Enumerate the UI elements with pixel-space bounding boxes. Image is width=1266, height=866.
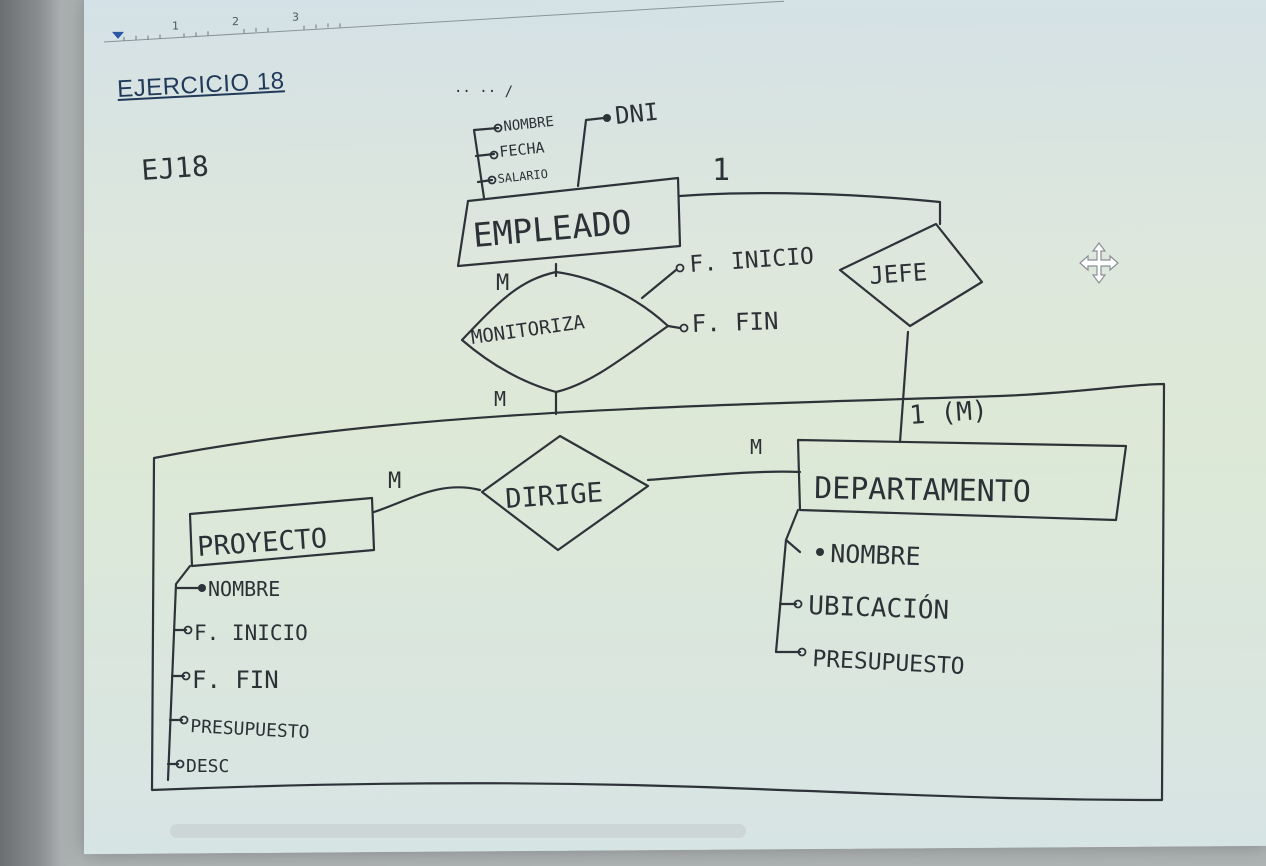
proyecto-attr-ffin: F. FIN [192, 666, 279, 694]
entity-departamento-name: DEPARTAMENTO [814, 471, 1031, 510]
proyecto-attr-finicio: F. INICIO [194, 621, 308, 645]
card-empleado-monitoriza: M [496, 271, 509, 296]
ruler-number-1: 1 [172, 19, 179, 32]
entity-empleado: EMPLEADO [456, 176, 682, 268]
card-proyecto-dirige: M [388, 469, 401, 494]
ruler-number-3: 3 [292, 11, 299, 24]
card-departamento-dirige: M [750, 435, 762, 459]
monitoriza-attr-ffin: F. FIN [691, 307, 779, 338]
entity-departamento: DEPARTAMENTO [796, 438, 1128, 522]
relationship-dirige-name: DIRIGE [504, 477, 603, 515]
move-cursor-icon[interactable] [1076, 240, 1122, 286]
departamento-attr-presupuesto: PRESUPUESTO [812, 646, 965, 680]
relationship-jefe-name: JEFE [868, 258, 928, 290]
empleado-attr-dni: DNI [614, 98, 660, 130]
ruler: 1 2 3 [103, 0, 784, 43]
monitoriza-attr-finicio: F. INICIO [689, 243, 815, 278]
diagram-label: EJ18 [140, 149, 210, 187]
horizontal-scrollbar[interactable] [170, 824, 746, 838]
empleado-attributes: NOMBRE FECHA SALARIO DNI [472, 98, 660, 200]
top-marks: ·· ·· / [454, 84, 513, 100]
departamento-attributes: NOMBRE UBICACIÓN PRESUPUESTO [774, 508, 965, 680]
relationship-jefe: JEFE [838, 222, 984, 328]
empleado-attr-fecha: FECHA [499, 138, 546, 161]
card-empleado-jefe: 1 [712, 153, 730, 188]
entity-empleado-name: EMPLEADO [471, 202, 633, 255]
aggregation-box [150, 382, 1166, 802]
departamento-attr-ubicacion: UBICACIÓN [808, 589, 950, 626]
relationship-monitoriza: MONITORIZA [460, 270, 670, 394]
relationship-monitoriza-name: MONITORIZA [470, 311, 587, 349]
proyecto-attributes: NOMBRE F. INICIO F. FIN PRESUPUESTO DESC [166, 564, 310, 782]
document-page: 1 2 3 [84, 0, 1266, 855]
indent-marker-icon[interactable] [112, 31, 124, 39]
entity-proyecto: PROYECTO [188, 496, 376, 568]
empleado-attr-salario: SALARIO [497, 167, 549, 186]
proyecto-attr-desc: DESC [186, 756, 229, 777]
ruler-number-2: 2 [232, 15, 239, 28]
proyecto-attr-presupuesto: PRESUPUESTO [190, 716, 310, 743]
proyecto-attr-nombre: NOMBRE [208, 577, 280, 601]
departamento-attr-nombre: NOMBRE [830, 539, 921, 571]
relationship-dirige: DIRIGE [480, 434, 650, 552]
monitoriza-attributes: F. INICIO F. FIN [640, 243, 815, 338]
card-aggregation-monitoriza: M [494, 387, 506, 411]
entity-proyecto-name: PROYECTO [196, 523, 328, 563]
empleado-attr-nombre: NOMBRE [503, 114, 555, 135]
card-jefe-departamento: 1 (M) [908, 396, 988, 431]
